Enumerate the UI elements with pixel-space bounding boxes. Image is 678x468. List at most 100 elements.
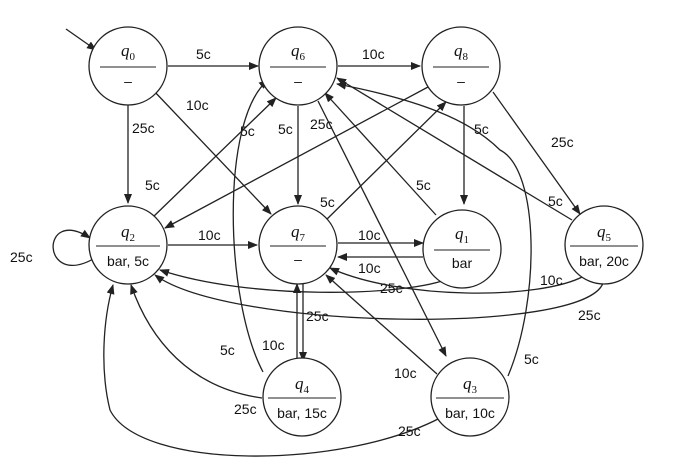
edge-label: 10c	[358, 260, 381, 276]
edge-arrow	[492, 91, 581, 215]
transition-q3-q7: 10c	[325, 274, 438, 381]
transition-q1-q6: 5c	[324, 92, 437, 216]
start-arrow	[65, 28, 97, 51]
transition-q3-q2: 25c	[103, 284, 441, 457]
edge-arrow	[130, 284, 263, 399]
state-output: bar, 5c	[107, 253, 149, 269]
edge-arrow	[103, 284, 441, 457]
edge-label: 5c	[220, 342, 235, 358]
edge-label: 10c	[394, 365, 417, 381]
edge-label: 25c	[380, 280, 403, 296]
edge-arrow	[152, 89, 272, 215]
transition-q5-q6: 5c	[336, 77, 573, 221]
edge-label: 5c	[240, 123, 255, 139]
state-circle	[258, 205, 338, 285]
state-circle	[88, 26, 168, 106]
state-circle	[258, 26, 338, 106]
transition-q8-q5: 25c	[492, 91, 581, 215]
state-name: q0	[121, 41, 136, 63]
edge-label: 10c	[362, 46, 385, 62]
edge-label: 25c	[132, 120, 155, 136]
state-name: q1	[455, 224, 469, 246]
state-q8: q8 –	[421, 26, 501, 106]
edge-label: 25c	[234, 401, 257, 417]
state-name: q2	[121, 222, 135, 244]
state-output: –	[457, 73, 465, 89]
state-q6: q6 –	[258, 26, 338, 106]
edge-label: 5c	[474, 121, 489, 137]
edge-label: 5c	[548, 193, 563, 209]
edge-label: 10c	[198, 227, 221, 243]
transition-q7-q4: 25c	[299, 283, 329, 362]
state-q1: q1 bar	[422, 209, 502, 289]
edge-arrow	[159, 269, 446, 293]
edge-arrow	[52, 229, 96, 266]
transition-q8-q2: 5c	[145, 86, 429, 229]
edge-label: 5c	[416, 177, 431, 193]
edge-arrow	[321, 101, 447, 225]
transition-q1-q7: 10c	[337, 253, 423, 276]
edge-label: 5c	[145, 177, 160, 193]
state-name: q4	[295, 374, 310, 396]
transition-q2-q7: 10c	[168, 227, 258, 249]
edge-arrow	[154, 274, 604, 320]
edge-label: 25c	[310, 116, 333, 132]
transition-q0-q6: 5c	[168, 46, 259, 70]
edge-arrow	[324, 92, 437, 216]
edge-label: 10c	[262, 337, 285, 353]
edge-label: 25c	[578, 307, 601, 323]
transition-q5-q7: 10c	[329, 267, 585, 294]
transition-q8-q1: 5c	[460, 106, 489, 205]
transition-q1-q2: 25c	[159, 269, 446, 296]
transition-q5-q2: 25c	[154, 274, 604, 323]
state-circle	[88, 205, 168, 285]
state-circle	[430, 357, 510, 437]
transition-q0-q2: 25c	[124, 105, 155, 204]
edge-label: 25c	[398, 423, 421, 439]
state-output: –	[294, 251, 302, 267]
state-output: bar, 10c	[445, 405, 495, 421]
transition-q6-q3: 25c	[310, 100, 447, 357]
state-circle	[421, 26, 501, 106]
transition-q4-q7: 10c	[262, 283, 301, 362]
state-q3: q3 bar, 10c	[430, 357, 510, 437]
transition-q2-q2: 25c	[10, 229, 96, 266]
state-name: q5	[597, 222, 612, 244]
edge-arrow	[164, 86, 429, 229]
edge-label: 10c	[358, 227, 381, 243]
state-q2: q2 bar, 5c	[88, 205, 168, 285]
transition-q7-q1: 10c	[338, 227, 424, 247]
edge-arrow	[232, 79, 269, 373]
edge-label: 5c	[278, 121, 293, 137]
edge-arrow	[336, 81, 532, 377]
edge-label: 10c	[186, 97, 209, 113]
edge-label: 25c	[10, 249, 33, 265]
state-output: bar	[452, 255, 473, 271]
state-output: bar, 15c	[277, 405, 327, 421]
edge-label: 5c	[320, 194, 335, 210]
state-output: –	[294, 73, 302, 89]
transition-q7-q8: 5c	[320, 101, 447, 225]
state-name: q8	[454, 41, 469, 63]
state-name: q7	[291, 222, 306, 244]
edge-label: 25c	[306, 308, 329, 324]
state-output: –	[124, 73, 132, 89]
transition-q4-q2: 25c	[130, 284, 263, 417]
edge-arrow	[325, 274, 438, 375]
edge-arrow	[317, 100, 447, 357]
state-q7: q7 –	[258, 205, 338, 285]
transition-q6-q7: 5c	[278, 106, 302, 205]
state-circle	[422, 209, 502, 289]
state-circle	[262, 357, 342, 437]
transition-q2-q6: 5c	[151, 97, 277, 219]
state-name: q6	[291, 41, 306, 63]
state-q0: q0 –	[88, 26, 168, 106]
transition-q3-q8: 5c	[336, 81, 539, 377]
edge-arrow	[329, 267, 585, 294]
transition-q4-q6: 5c	[220, 79, 269, 373]
state-q5: q5 bar, 20c	[564, 205, 644, 285]
state-name: q3	[463, 374, 478, 396]
edge-label: 10c	[540, 272, 563, 288]
state-output: bar, 20c	[579, 253, 629, 269]
